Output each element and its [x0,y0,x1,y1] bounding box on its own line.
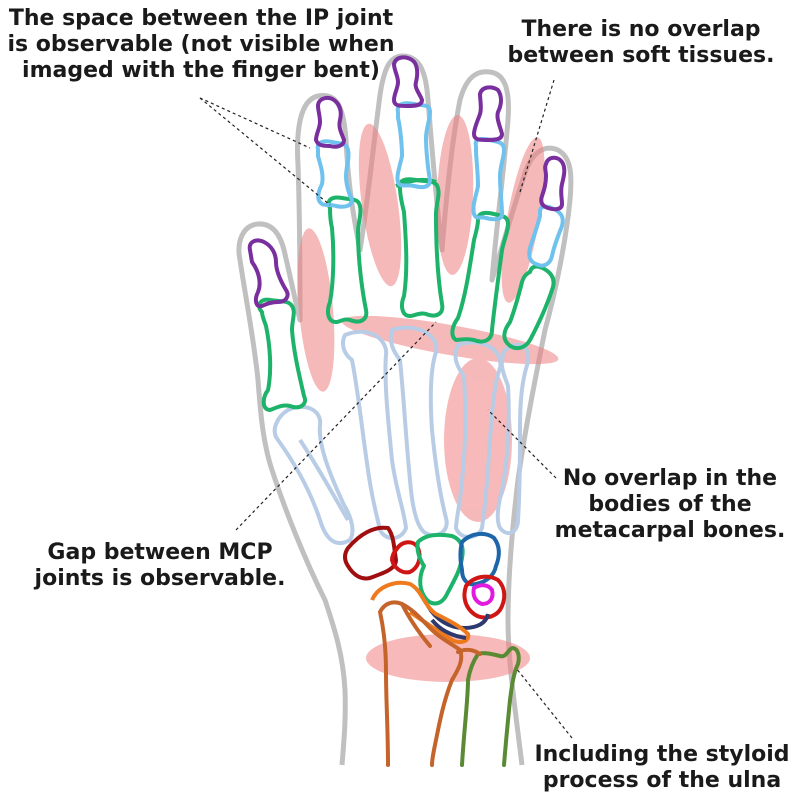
carpal-pisiform [471,583,495,606]
annotation-mcp-gap-line-1: Gap between MCP [47,540,273,565]
leader-soft-tissue [519,79,555,193]
annotation-metacarpal: No overlap in the bodies of the metacarp… [552,466,788,544]
annotation-soft-tissue: There is no overlap between soft tissues… [506,17,776,69]
leader-mcp-gap [235,321,437,531]
proximal-phalanx-index [450,210,510,344]
metacarpal-middle [388,325,449,538]
metacarpal-base-arc [298,438,350,522]
radius-shaft [378,600,464,767]
carpal-lunate [426,604,490,630]
ulna-shaft [460,646,521,767]
radius-outline [456,647,482,656]
metacarpal-little [272,404,355,546]
radius-bone [378,600,464,767]
middle-phalanx-middle [395,101,432,190]
annotation-ip-joint-line-3: imaged with the finger bent) [22,58,380,83]
leader-ip-joint-2 [199,97,331,206]
middle-phalanges [315,101,565,268]
annotation-metacarpal-line-2: bodies of the [588,492,752,517]
leader-metacarpal [487,409,557,479]
proximal-phalanx-ring [326,195,369,324]
highlight-middle-index-gap [436,115,474,275]
leader-styloid [515,667,573,739]
distal-phalanx-little [247,238,290,309]
carpal-triquetrum [390,540,422,575]
highlight-ring-middle-gap [358,123,402,287]
annotation-mcp-gap: Gap between MCP joints is observable. [30,540,290,592]
carpal-hamate [343,525,398,581]
distal-phalanx-middle [392,55,424,108]
leader-ip-joint-1 [199,97,311,149]
metacarpal-thumb [495,342,531,536]
metacarpal-ring [341,329,408,540]
highlight-index-thumb-gap [501,137,545,303]
radius-edge [400,602,432,648]
distal-phalanx-index [472,85,504,142]
carpal-radius-head [430,618,467,640]
highlight-ulna-styloid [366,634,530,682]
highlight-little-finger [297,228,335,392]
annotation-metacarpal-line-3: metacarpal bones. [554,518,786,543]
carpal-bones [343,525,507,644]
ulna-bone [460,646,521,767]
distal-phalanx-ring [314,96,346,149]
proximal-phalanx-middle [397,177,445,318]
annotation-ip-joint-line-1: The space between the IP joint [8,6,394,31]
annotation-styloid-line-1: Including the styloid [534,742,790,767]
distal-phalanx-thumb [539,155,567,212]
middle-phalanx-ring [315,139,354,209]
annotation-ip-joint: The space between the IP joint is observ… [6,6,396,84]
annotation-mcp-gap-line-2: joints is observable. [34,566,286,591]
middle-phalanx-index [471,136,506,222]
leader-lines [199,79,573,739]
carpal-scaphoid [370,580,471,644]
annotation-metacarpal-line-1: No overlap in the [562,466,778,491]
annotation-soft-tissue-line-2: between soft tissues. [507,43,775,68]
metacarpal-bones [272,325,531,546]
carpal-capitate [415,532,465,606]
proximal-phalanx-thumb [502,264,556,351]
distal-phalanges [247,55,567,309]
annotation-styloid-line-2: process of the ulna [542,768,782,793]
annotation-ip-joint-line-2: is observable (not visible when [7,32,395,57]
annotation-styloid: Including the styloid process of the uln… [530,742,794,794]
annotation-soft-tissue-line-1: There is no overlap [521,17,761,42]
carpal-trapezium [462,574,507,620]
